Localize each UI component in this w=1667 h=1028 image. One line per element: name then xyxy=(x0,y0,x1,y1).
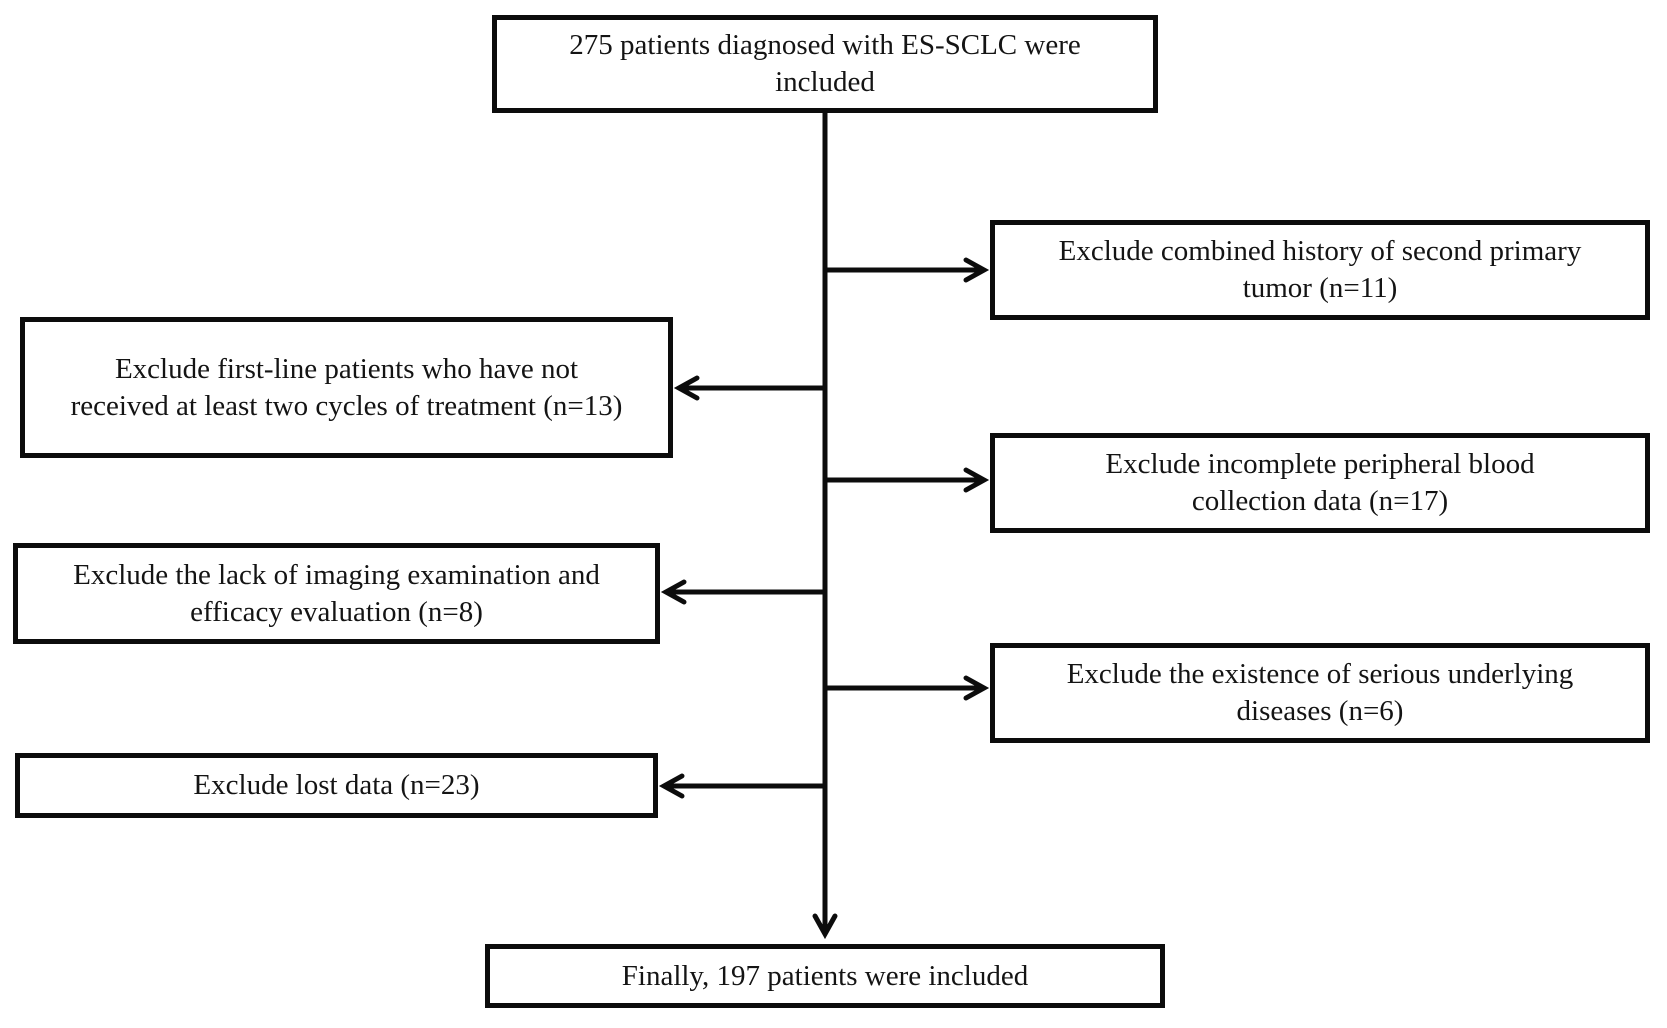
node-exclude-imaging-evaluation: Exclude the lack of imaging examination … xyxy=(13,543,660,644)
node-exclude-lost-data: Exclude lost data (n=23) xyxy=(15,753,658,818)
node-exclude-underlying-diseases: Exclude the existence of serious underly… xyxy=(990,643,1650,743)
node-exclude-first-line-treatment: Exclude first-line patients who have not… xyxy=(20,317,673,458)
node-exclude-blood-collection: Exclude incomplete peripheral blood coll… xyxy=(990,433,1650,533)
node-patients-included: 275 patients diagnosed with ES-SCLC were… xyxy=(492,15,1158,113)
node-exclude-second-primary-tumor: Exclude combined history of second prima… xyxy=(990,220,1650,320)
node-final-included: Finally, 197 patients were included xyxy=(485,944,1165,1008)
